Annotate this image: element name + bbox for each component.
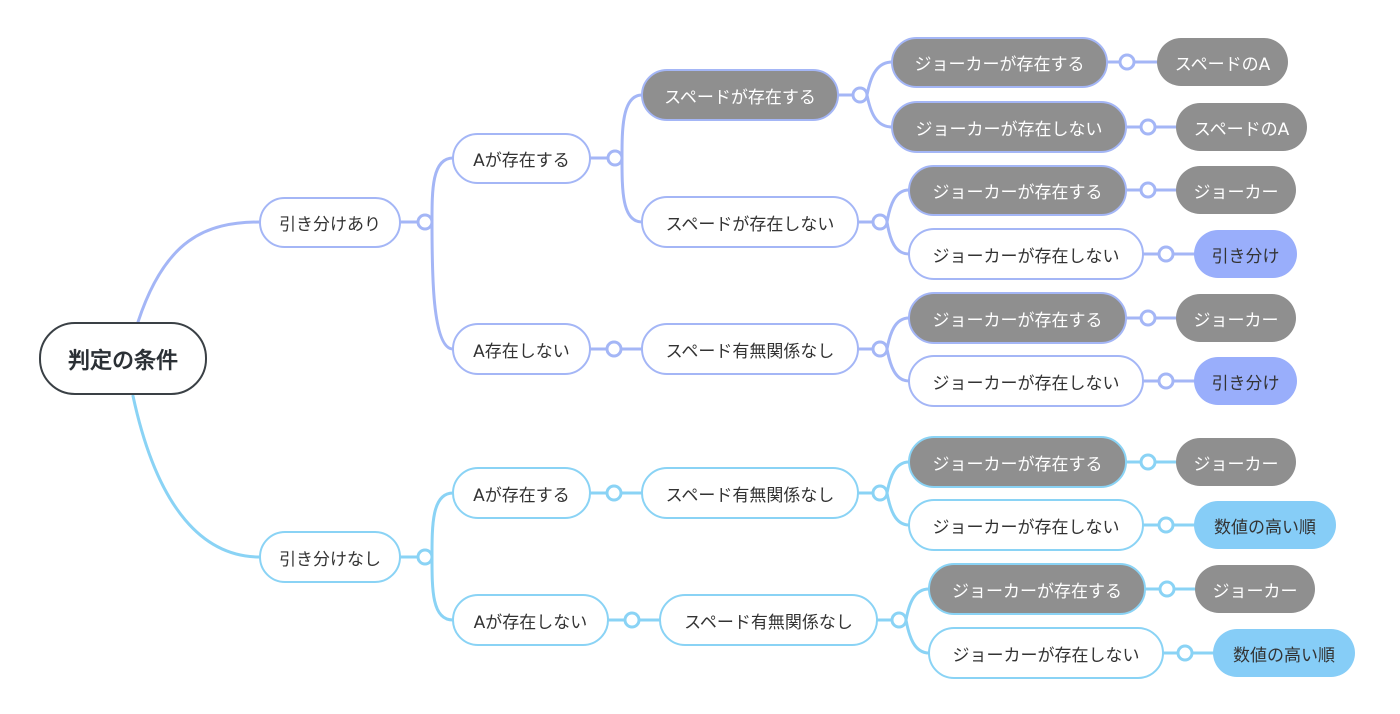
junction-dot <box>1139 453 1157 471</box>
joker-exists[interactable]: ジョーカーが存在する <box>908 292 1127 344</box>
junction-dot <box>416 213 434 231</box>
junction-dot <box>890 611 908 629</box>
junction-dot <box>1157 516 1175 534</box>
junction-dot <box>1157 372 1175 390</box>
draw-a-exists-spade-not-exists[interactable]: スペードが存在しない <box>641 196 859 248</box>
connector <box>430 491 455 559</box>
branch-draw[interactable]: 引き分けあり <box>259 197 401 248</box>
joker-not-exists[interactable]: ジョーカーが存在しない <box>908 355 1144 407</box>
connector <box>430 220 455 351</box>
junction-dot <box>623 611 641 629</box>
connector <box>885 220 911 256</box>
junction-dot <box>1139 118 1157 136</box>
connector <box>430 555 455 622</box>
joker-exists[interactable]: ジョーカーが存在する <box>928 563 1146 615</box>
spade-irrelevant[interactable]: スペード有無関係なし <box>641 323 859 375</box>
result-spade-a[interactable]: スペードのA <box>1176 103 1307 151</box>
junction-dot <box>605 484 623 502</box>
junction-dot <box>871 484 889 502</box>
connector-root-to-draw <box>136 220 262 324</box>
junction-dot <box>606 149 624 167</box>
joker-not-exists[interactable]: ジョーカーが存在しない <box>928 627 1164 679</box>
draw-a-exists[interactable]: Aが存在する <box>452 133 591 184</box>
junction-dot <box>1157 245 1175 263</box>
connector <box>904 587 931 622</box>
connector <box>904 618 931 655</box>
nodraw-a-exists[interactable]: Aが存在する <box>452 467 591 519</box>
connector <box>430 156 455 224</box>
junction-dot <box>1139 181 1157 199</box>
result-draw[interactable]: 引き分け <box>1194 357 1297 405</box>
root-node[interactable]: 判定の条件 <box>39 322 207 395</box>
connector <box>885 347 911 383</box>
result-spade-a[interactable]: スペードのA <box>1157 38 1288 86</box>
connector <box>620 156 644 224</box>
joker-not-exists[interactable]: ジョーカーが存在しない <box>908 499 1144 551</box>
junction-dot <box>416 548 434 566</box>
result-joker[interactable]: ジョーカー <box>1176 166 1296 214</box>
result-draw[interactable]: 引き分け <box>1194 230 1297 278</box>
nodraw-a-not-exists[interactable]: Aが存在しない <box>452 594 609 646</box>
result-high-number[interactable]: 数値の高い順 <box>1213 629 1355 677</box>
draw-a-exists-spade-exists[interactable]: スペードが存在する <box>641 69 839 121</box>
joker-not-exists[interactable]: ジョーカーが存在しない <box>908 228 1144 280</box>
result-high-number[interactable]: 数値の高い順 <box>1194 501 1336 549</box>
draw-a-not-exists[interactable]: A存在しない <box>452 323 591 375</box>
branch-no-draw[interactable]: 引き分けなし <box>259 531 401 583</box>
junction-dot <box>605 340 623 358</box>
connector <box>620 93 644 160</box>
connector <box>885 460 911 495</box>
junction-dot <box>1176 644 1194 662</box>
joker-exists[interactable]: ジョーカーが存在する <box>908 165 1127 216</box>
junction-dot <box>1158 580 1176 598</box>
joker-not-exists[interactable]: ジョーカーが存在しない <box>891 101 1127 153</box>
joker-exists[interactable]: ジョーカーが存在する <box>891 37 1108 88</box>
junction-dot <box>851 86 869 104</box>
connector <box>885 316 911 351</box>
spade-irrelevant[interactable]: スペード有無関係なし <box>659 594 878 646</box>
spade-irrelevant[interactable]: スペード有無関係なし <box>641 467 859 519</box>
connector <box>865 93 894 129</box>
result-joker[interactable]: ジョーカー <box>1176 438 1296 486</box>
connector-root-to-nodraw <box>131 394 262 559</box>
result-joker[interactable]: ジョーカー <box>1176 294 1296 342</box>
connector <box>885 491 911 527</box>
junction-dot <box>1118 53 1136 71</box>
joker-exists[interactable]: ジョーカーが存在する <box>908 436 1127 488</box>
junction-dot <box>1139 309 1157 327</box>
junction-dot <box>871 340 889 358</box>
junction-dot <box>871 213 889 231</box>
connector <box>885 188 911 224</box>
connector <box>865 60 894 97</box>
result-joker[interactable]: ジョーカー <box>1195 565 1315 613</box>
